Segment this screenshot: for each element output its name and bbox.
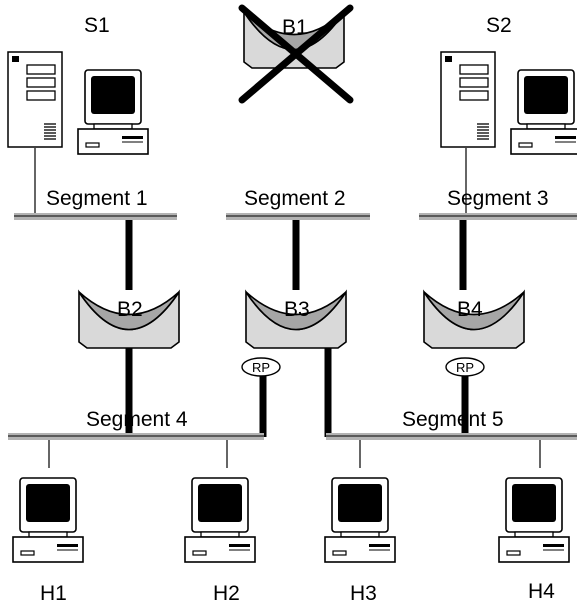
host-drop-lines xyxy=(48,440,541,468)
segment-label-3: Segment 3 xyxy=(447,187,549,210)
segment-label-5: Segment 5 xyxy=(402,408,504,431)
segment-label-2: Segment 2 xyxy=(244,187,346,210)
workstation-h1 xyxy=(12,477,84,563)
workstation-h3 xyxy=(324,477,396,563)
workstation-s1 xyxy=(77,69,149,155)
workstation-s2 xyxy=(510,69,577,155)
workstation-h2 xyxy=(184,477,256,563)
server-tower-s1 xyxy=(7,51,63,148)
disabled-x-mark xyxy=(238,4,354,104)
workstation-h4 xyxy=(498,477,570,563)
segment-3-bus xyxy=(419,213,577,220)
station-label-s2: S2 xyxy=(486,14,512,37)
server-tower-s2 xyxy=(440,51,496,148)
root-port-label-b3: RP xyxy=(252,360,270,375)
bridge-label-b2: B2 xyxy=(117,298,143,321)
segment-2-bus xyxy=(226,213,370,220)
bridge-label-b1: B1 xyxy=(282,16,308,39)
host-label-h2: H2 xyxy=(213,582,240,605)
root-port-b4: RP xyxy=(445,357,485,377)
root-port-b3: RP xyxy=(241,357,281,377)
root-port-label-b4: RP xyxy=(456,360,474,375)
host-label-h3: H3 xyxy=(350,582,377,605)
host-label-h1: H1 xyxy=(40,582,67,605)
segment-1-bus xyxy=(14,213,177,220)
segment-5-bus xyxy=(326,433,577,440)
segment-label-4: Segment 4 xyxy=(86,408,188,431)
segment-label-1: Segment 1 xyxy=(46,187,148,210)
bridge-label-b4: B4 xyxy=(457,298,483,321)
host-label-h4: H4 xyxy=(528,580,555,603)
segment-4-bus xyxy=(8,433,264,440)
station-label-s1: S1 xyxy=(84,14,110,37)
bridge-label-b3: B3 xyxy=(284,298,310,321)
